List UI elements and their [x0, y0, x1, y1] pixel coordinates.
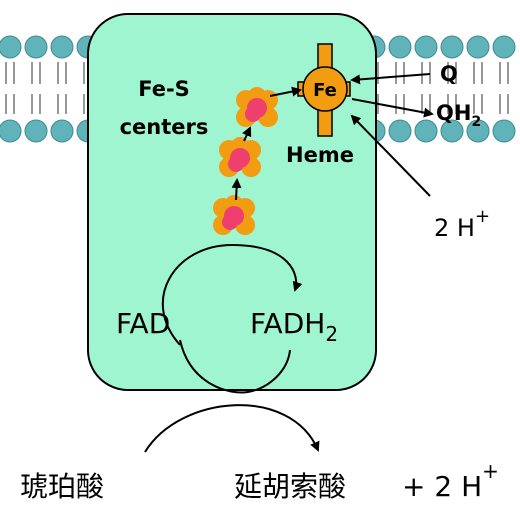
electron-flow-arrows [144, 73, 434, 453]
fe-s-cluster-bottom [213, 195, 255, 235]
lipid-head [0, 119, 22, 143]
arrow-cluster-to-cluster-lower [231, 178, 242, 201]
fe-center [302, 66, 348, 112]
arrow-cluster-to-heme [269, 86, 302, 97]
plus-protons-label: + 2 H+ [402, 459, 499, 503]
arc-fad-to-cluster [161, 243, 303, 346]
qh2-label: QH2 [436, 101, 481, 130]
lipid-head [388, 35, 412, 59]
q-label: Q [440, 62, 458, 86]
lipid-head [466, 35, 490, 59]
lipid-head [24, 119, 48, 143]
arrow-q-to-fe [350, 73, 431, 85]
lipid-head [50, 35, 74, 59]
proton-label-membrane: 2 H+ [434, 206, 490, 242]
arrow-fe-to-qh2 [351, 98, 434, 118]
fe-s-centers-label-line1: Fe-S [138, 77, 190, 101]
heme-group: Fe [297, 43, 351, 137]
succinate-label: 琥珀酸 [20, 470, 104, 503]
lipid-head [414, 35, 438, 59]
lipid-head [440, 119, 464, 143]
fe-s-cluster-middle [219, 137, 261, 177]
arrow-protons-to-fe [350, 114, 431, 197]
lipid-head [466, 119, 490, 143]
fe-s-centers-label-line2: centers [120, 115, 209, 139]
arrow-cluster-to-cluster-upper [242, 126, 252, 142]
heme-label: Heme [286, 143, 354, 167]
fad-label: FAD [116, 307, 170, 340]
lipid-head [24, 35, 48, 59]
arrow-succinate-to-fumarate [144, 404, 320, 453]
arc-fadh2-reaction [179, 339, 291, 394]
lipid-head [414, 119, 438, 143]
lipid-head [492, 35, 516, 59]
lipid-head [50, 119, 74, 143]
lipid-head [440, 35, 464, 59]
lipid-head [388, 119, 412, 143]
fadh2-label: FADH2 [250, 307, 338, 346]
fumarate-label: 延胡索酸 [234, 470, 346, 503]
lipid-head [492, 119, 516, 143]
fe-label: Fe [313, 80, 337, 101]
lipid-head [0, 35, 22, 59]
